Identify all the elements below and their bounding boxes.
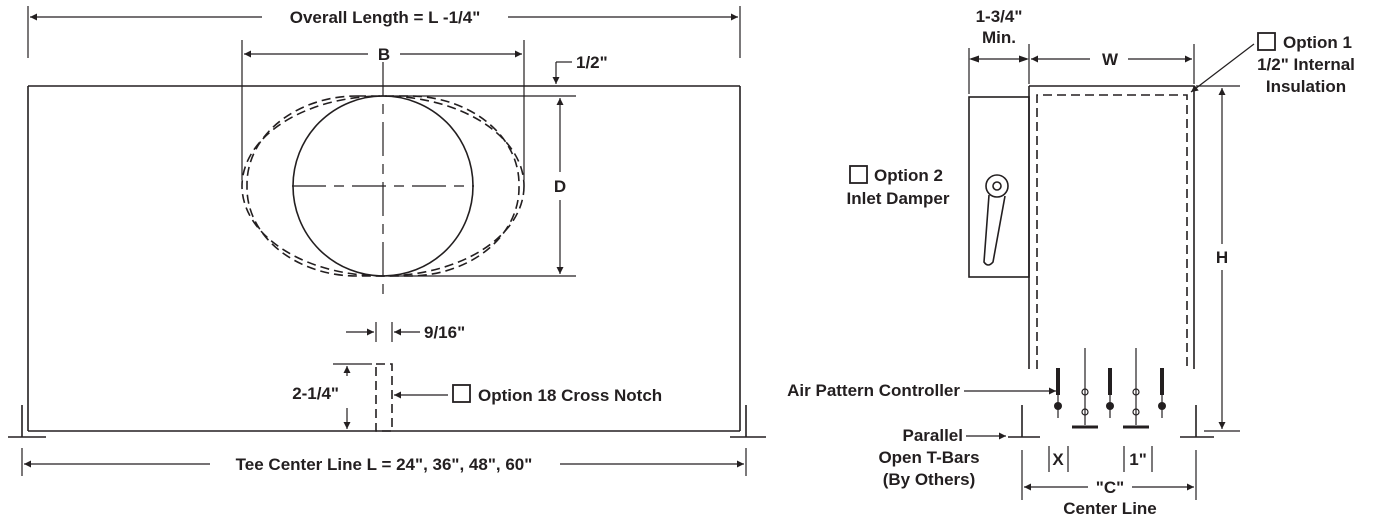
w-label: W	[1102, 50, 1119, 69]
tbars-label-2: Open T-Bars	[878, 448, 979, 467]
side-left-tbar-foot	[1008, 405, 1040, 438]
front-view: Overall Length = L -1/4" B 1/2"	[8, 6, 766, 476]
center-line-label: Center Line	[1063, 499, 1157, 518]
x-dimension: X	[1048, 446, 1069, 472]
overall-length-label: Overall Length = L -1/4"	[290, 8, 481, 27]
side-housing	[1028, 85, 1195, 369]
front-right-tbar-foot	[730, 405, 766, 438]
tee-center-line-label: Tee Center Line L = 24", 36", 48", 60"	[236, 455, 533, 474]
h-dimension: H	[1196, 85, 1240, 432]
c-center-line-dimension: "C" Center Line	[1021, 450, 1197, 518]
option-2-callout: Option 2 Inlet Damper	[847, 165, 950, 208]
tee-center-line-dimension: Tee Center Line L = 24", 36", 48", 60"	[21, 448, 747, 476]
inlet-collar	[241, 62, 525, 296]
option-2-title: Option 2	[874, 166, 943, 185]
x-label: X	[1052, 450, 1064, 469]
option-2-detail: Inlet Damper	[847, 189, 950, 208]
half-inch-dimension: 1/2"	[552, 53, 608, 84]
option-1-title: Option 1	[1283, 33, 1352, 52]
deflector-blade	[1054, 368, 1062, 418]
tbars-callout: Parallel Open T-Bars (By Others)	[878, 426, 1006, 489]
deflector-blade	[1158, 368, 1166, 418]
tbars-label-3: (By Others)	[883, 470, 976, 489]
min-value-label: 1-3/4"	[976, 7, 1023, 26]
one-inch-label: 1"	[1129, 450, 1147, 469]
d-dimension: D	[388, 95, 576, 277]
cross-notch: 9/16" 2-1/4" Option 18 Cross Notch	[292, 322, 662, 432]
notch-width-label: 9/16"	[424, 323, 465, 342]
one-inch-dimension: 1"	[1123, 446, 1153, 472]
option-18-checkbox	[452, 384, 471, 403]
half-inch-label: 1/2"	[576, 53, 608, 72]
side-right-tbar-foot	[1180, 405, 1214, 438]
h-label: H	[1216, 248, 1228, 267]
d-label: D	[554, 177, 566, 196]
front-housing	[27, 85, 741, 432]
overall-length-dimension: Overall Length = L -1/4"	[27, 6, 741, 58]
min-text-label: Min.	[982, 28, 1016, 47]
notch-height-label: 2-1/4"	[292, 384, 339, 403]
pattern-rod	[1123, 348, 1149, 429]
option-2-checkbox	[849, 165, 868, 184]
air-pattern-controller-blades	[1054, 348, 1166, 429]
option-1-detail-2: Insulation	[1266, 77, 1346, 96]
pattern-rod	[1072, 348, 1098, 429]
tbars-label-1: Parallel	[903, 426, 964, 445]
w-dimension: W	[1031, 44, 1195, 84]
option-1-detail: 1/2" Internal	[1257, 55, 1355, 74]
b-label: B	[378, 45, 390, 64]
c-label: "C"	[1096, 478, 1124, 497]
inlet-damper-box	[968, 96, 1030, 278]
side-view: 1-3/4" Min. W Option 1 1/2" Internal Ins…	[787, 7, 1355, 518]
front-left-tbar-foot	[8, 405, 46, 438]
option-18-label: Option 18 Cross Notch	[478, 386, 662, 405]
air-pattern-controller-callout: Air Pattern Controller	[787, 381, 1056, 400]
min-dimension: 1-3/4" Min.	[968, 7, 1030, 94]
option-1-checkbox	[1257, 32, 1276, 51]
deflector-blade	[1106, 368, 1114, 418]
option-1-callout: Option 1 1/2" Internal Insulation	[1190, 32, 1355, 96]
air-pattern-controller-label: Air Pattern Controller	[787, 381, 960, 400]
b-dimension: B	[241, 40, 525, 180]
